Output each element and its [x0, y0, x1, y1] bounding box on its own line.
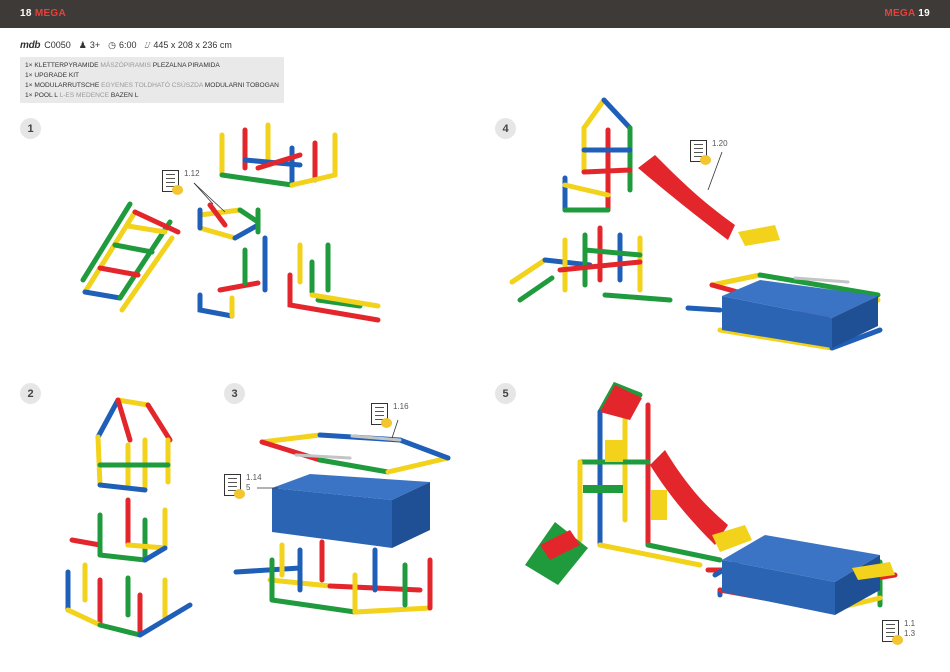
ref-label-step1: 1.12 [184, 169, 200, 178]
left-brand: MEGA [34, 8, 67, 19]
person-icon: ♟ [78, 39, 87, 50]
step3-pool [272, 474, 430, 548]
step4-slide [638, 155, 780, 246]
ref-label-step3-left-a: 1.14 [246, 473, 262, 482]
product-meta: mdb C0050 ♟ 3+ ◷ 6:00 ⌰ 445 x 208 x 236 … [20, 38, 232, 52]
ref-label-step4: 1.20 [712, 139, 728, 148]
ref-label-step5-b: 1.3 [904, 629, 916, 638]
right-page-number: 19 [918, 8, 930, 19]
clock-icon: ◷ [108, 39, 116, 50]
step2-middle-frame [69, 497, 168, 563]
step5-pool [722, 535, 895, 615]
ruler-icon: ⌰ [144, 39, 151, 50]
left-page-number: 18 [20, 8, 32, 19]
step2-lower-frame [65, 562, 193, 638]
parts-item: 1× UPGRADE KIT [25, 72, 80, 79]
manual-icon [882, 620, 903, 645]
manual-icon [224, 474, 245, 499]
ref-label-step3-top: 1.16 [393, 402, 409, 411]
parts-item: 1× POOL L L-ES MEDENCE BAZEN L [25, 92, 139, 99]
step-number-1: 1 [20, 118, 41, 139]
right-page-header: MEGA 19 [884, 8, 930, 19]
step-number-3: 3 [224, 383, 245, 404]
ref-label-step5-a: 1.1 [904, 619, 916, 628]
parts-item: 1× KLETTERPYRAMIDE MÁSZÓPIRAMIS PLEZALNA… [25, 62, 220, 69]
step4-tower [562, 97, 633, 213]
step5-panels [583, 440, 667, 520]
step1-ladder-frame [80, 201, 181, 313]
manual-icon [690, 140, 711, 165]
step4-base-frame [509, 225, 673, 303]
size-value: 445 x 208 x 236 cm [153, 40, 232, 50]
step3-top-frame [259, 432, 451, 475]
header-bar [0, 0, 950, 28]
step2-tower-roof [95, 397, 173, 493]
step1-top-frame [219, 122, 338, 188]
step5-slide [650, 450, 752, 552]
step1-lower-parts [197, 235, 381, 323]
step3-lower-frame [233, 539, 433, 615]
step5-tower [577, 381, 763, 598]
ref-label-step3-left-b: 5 [246, 483, 251, 492]
left-page-header: 18 MEGA [20, 8, 66, 19]
product-code: C0050 [44, 40, 71, 50]
manual-icon [162, 170, 183, 195]
step-number-2: 2 [20, 383, 41, 404]
step5-roof [600, 385, 642, 420]
brand-logo: mdb [20, 39, 41, 51]
step1-small-frame [197, 202, 261, 241]
parts-item: 1× MODULARRUTSCHE EGYENES TOLDHATÓ CSÚSZ… [25, 82, 279, 89]
step-number-5: 5 [495, 383, 516, 404]
step5-ladder [525, 522, 588, 585]
manual-icon [371, 403, 392, 428]
step-number-4: 4 [495, 118, 516, 139]
time-value: 6:00 [118, 40, 137, 50]
right-brand: MEGA [884, 8, 916, 19]
step4-pool [722, 280, 878, 348]
leader-lines [193, 151, 723, 489]
age-value: 3+ [89, 40, 101, 50]
parts-list: 1× KLETTERPYRAMIDE MÁSZÓPIRAMIS PLEZALNA… [20, 57, 284, 103]
